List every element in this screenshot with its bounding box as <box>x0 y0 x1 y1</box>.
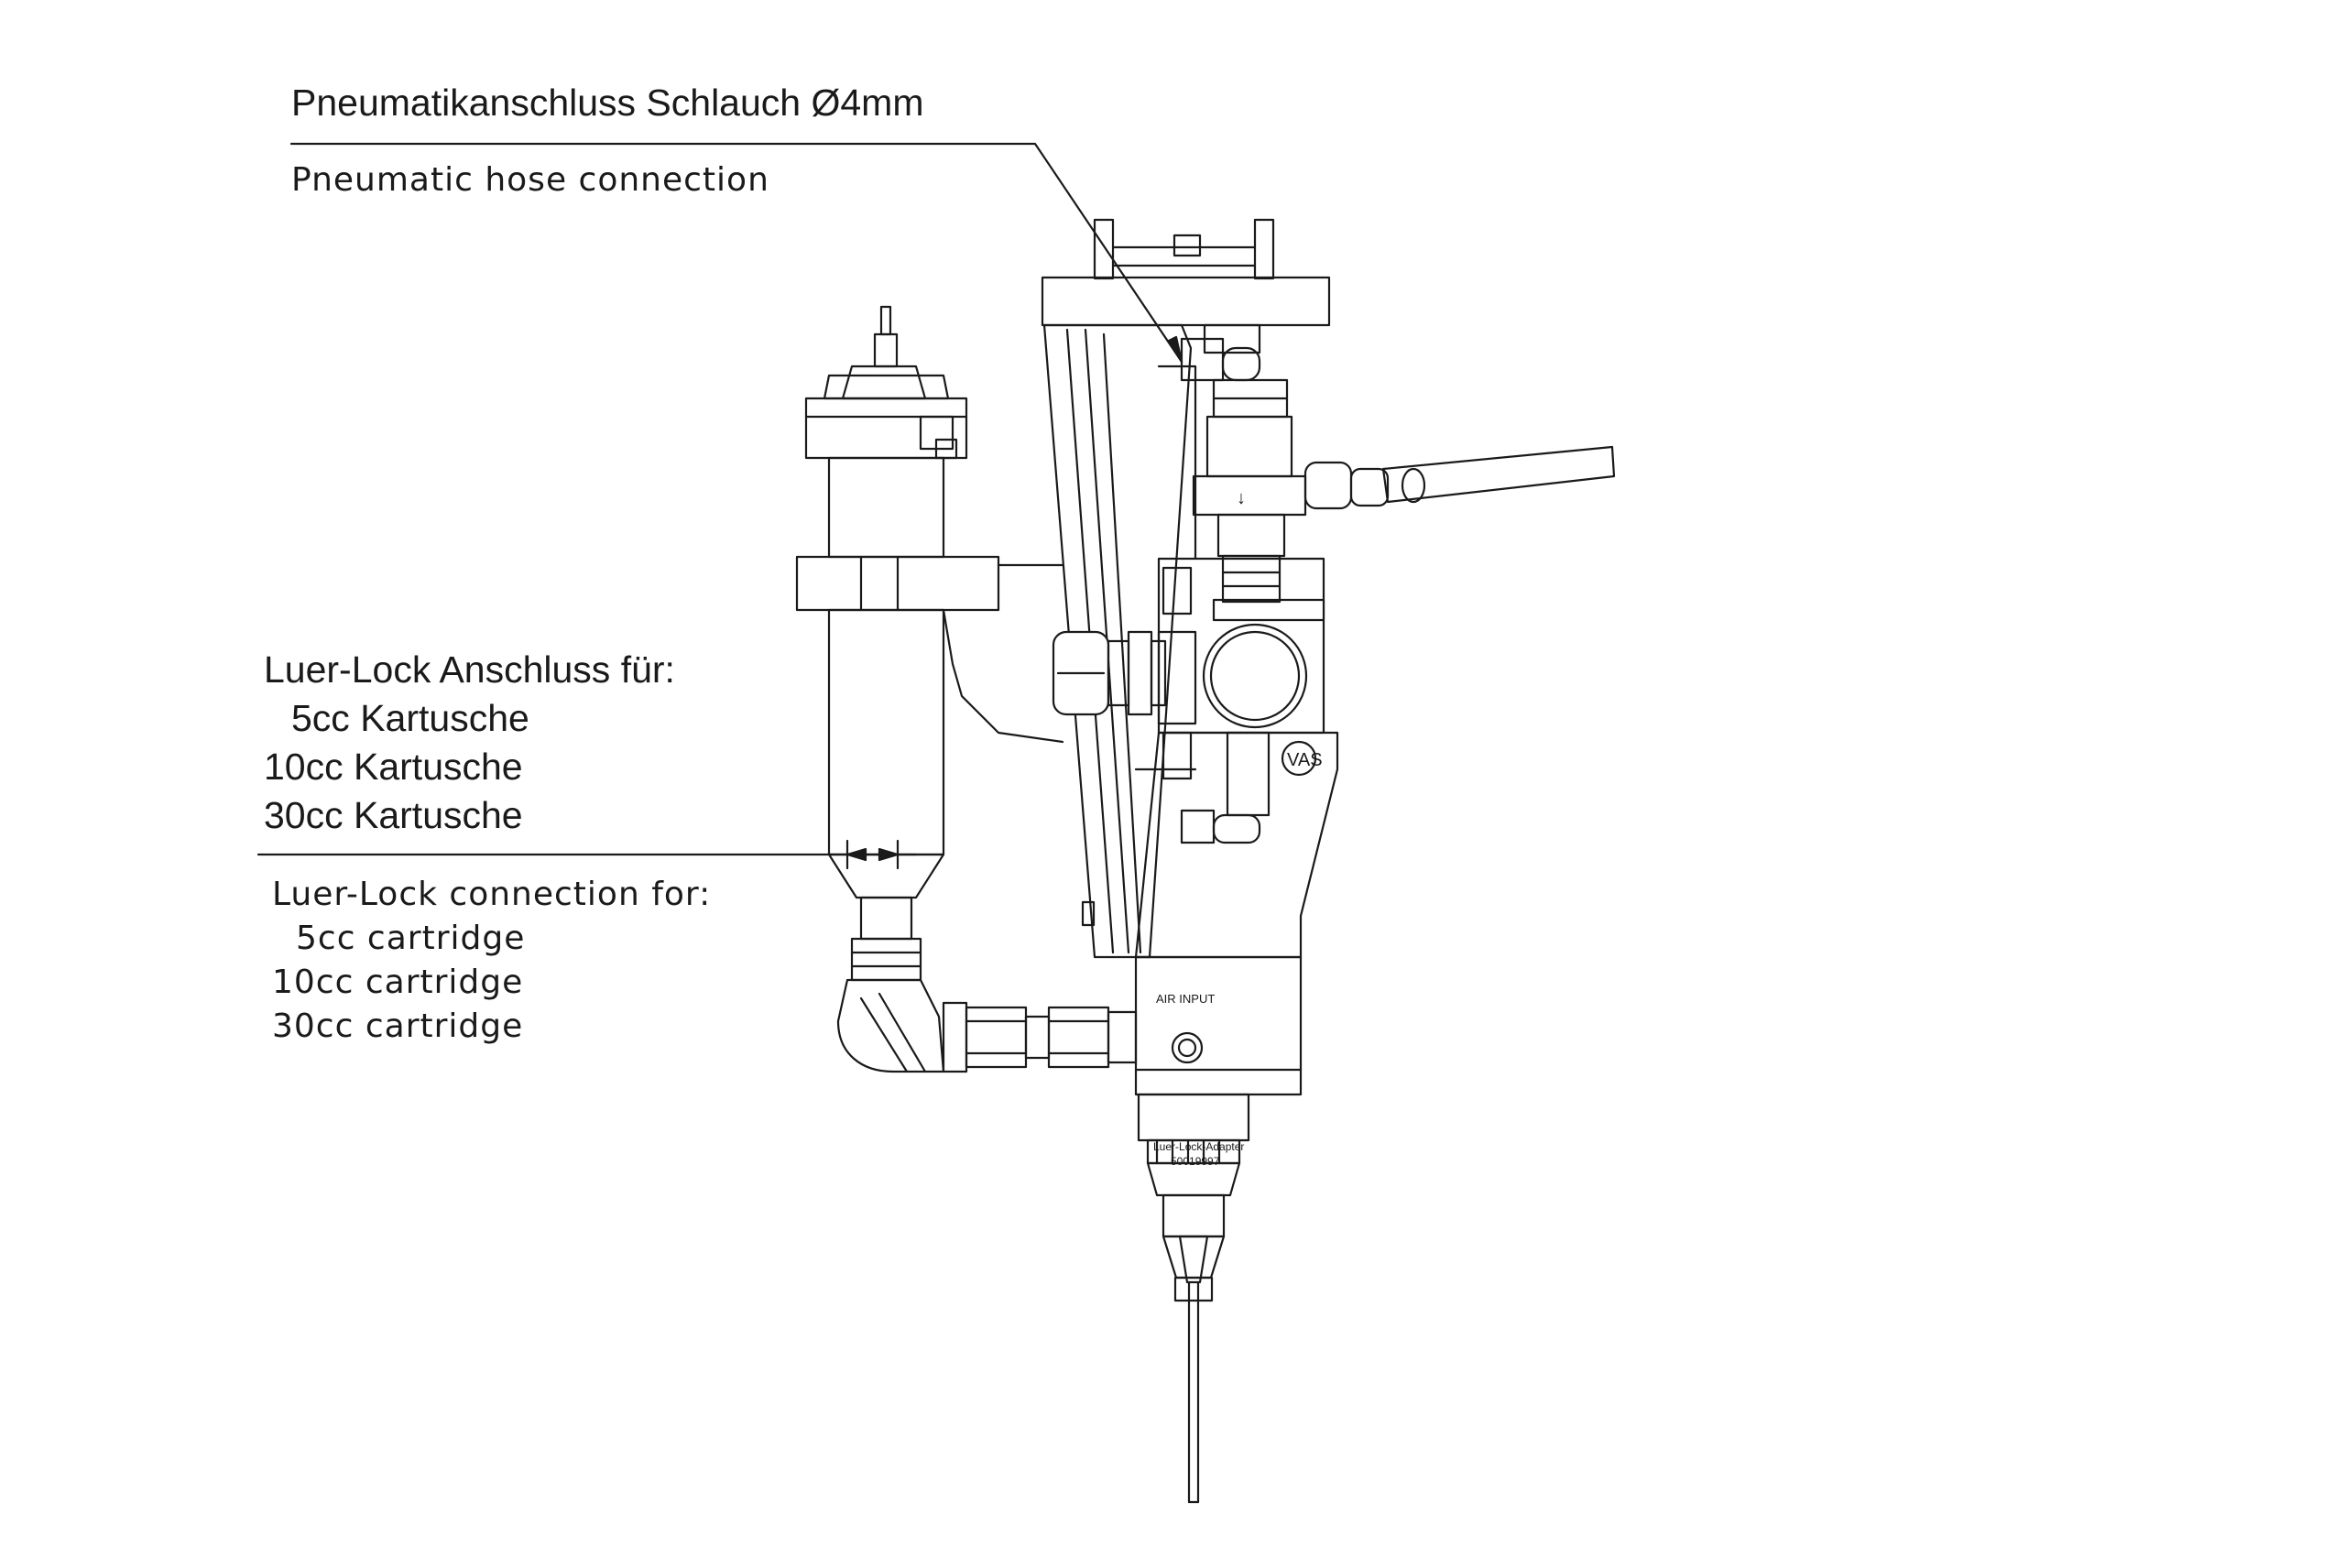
cartridge <box>795 305 1064 982</box>
svg-text:VAS: VAS <box>1287 750 1323 770</box>
svg-text:↓: ↓ <box>1237 488 1246 508</box>
lower-fitting <box>1180 731 1271 844</box>
luer-lock-adapter: Luer-Lock-Adapter 50019997 <box>1137 1093 1250 1302</box>
pneumatic-title-en: Pneumatic hose connection <box>291 161 769 199</box>
dispensing-needle <box>1178 1235 1209 1504</box>
pneumatic-fitting: ↓ <box>1180 337 1307 604</box>
luer-30cc-en: 30cc cartridge <box>272 1007 524 1045</box>
air-input-label: AIR INPUT <box>1156 992 1215 1006</box>
adapter-name-label: Luer-Lock-Adapter <box>1153 1140 1244 1153</box>
luer-heading-en: Luer-Lock connection for: <box>272 876 712 913</box>
luer-5cc-de: 5cc Kartusche <box>291 697 529 739</box>
luer-5cc-en: 5cc cartridge <box>296 920 526 957</box>
luer-10cc-de: 10cc Kartusche <box>264 746 523 788</box>
side-hose <box>1303 445 1616 510</box>
adapter-number-label: 50019997 <box>1171 1155 1220 1168</box>
pneumatic-title-de: Pneumatikanschluss Schlauch Ø4mm <box>291 82 924 124</box>
valve-body: VAS <box>1134 365 1339 959</box>
leader-pneumatic <box>289 142 1183 364</box>
luer-heading-de: Luer-Lock Anschluss für: <box>264 648 675 691</box>
adjustment-knob <box>1052 630 1167 716</box>
luer-10cc-en: 10cc cartridge <box>272 964 524 1001</box>
elbow-fitting <box>836 978 968 1073</box>
air-input-block: AIR INPUT <box>1134 955 1303 1096</box>
luer-30cc-de: 30cc Kartusche <box>264 794 523 836</box>
pipe-connection <box>965 1006 1138 1069</box>
